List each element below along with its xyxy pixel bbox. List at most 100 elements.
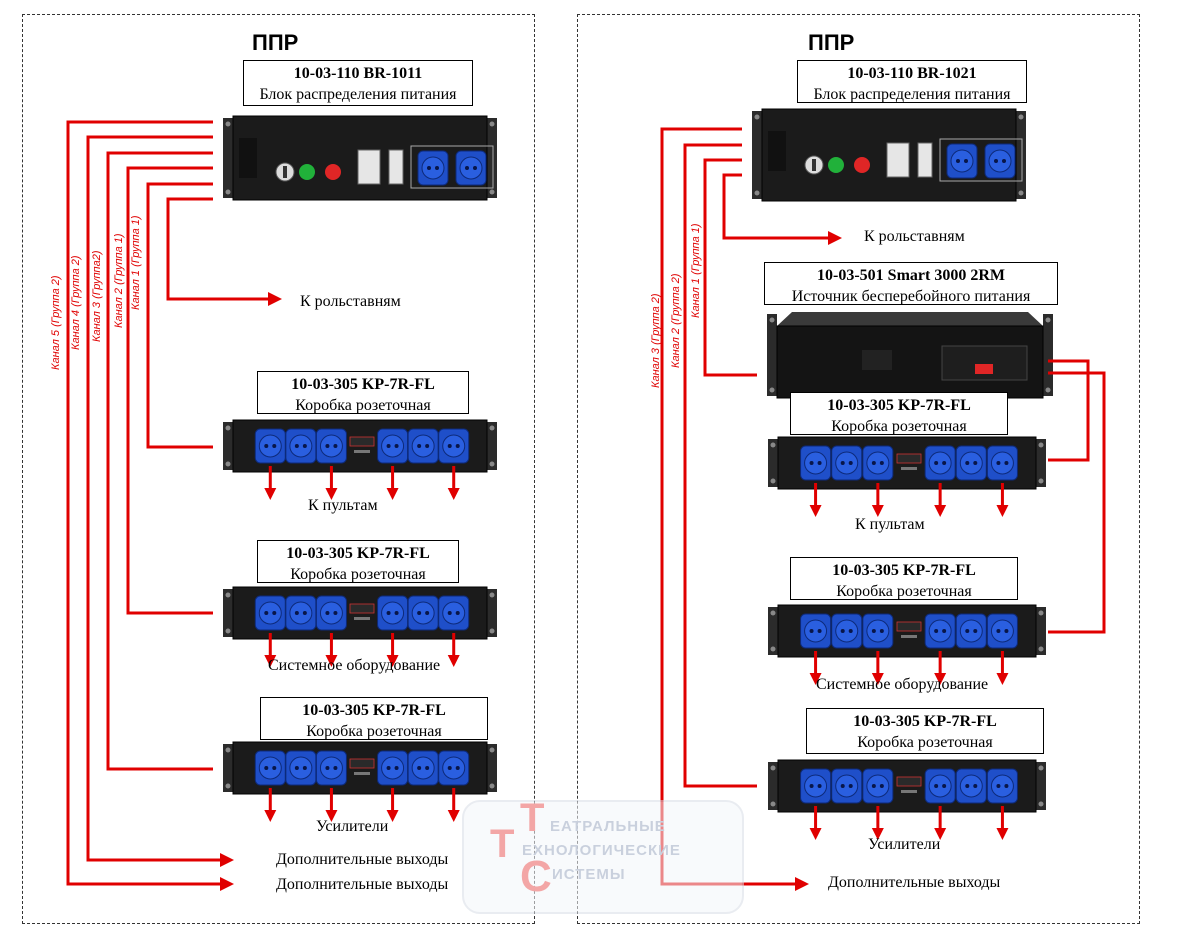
left-pdu-socket-1-pin-r: [435, 166, 439, 170]
right-socket-box-3-socket-4-pin-l: [934, 784, 939, 788]
left-channel-label-5: Канал 5 (Группа 2): [50, 275, 62, 370]
right-ups-vent: [862, 350, 892, 370]
right-socket-box-3-ear-right: [1036, 762, 1046, 810]
right-ups-ear-right: [1043, 314, 1053, 396]
right-socket-box-3-socket-6-pin-l: [996, 784, 1001, 788]
left-pdu-key-slot: [283, 166, 287, 178]
right-pdu-breaker-1: [886, 142, 910, 178]
right-ups-screw-2: [769, 387, 775, 393]
left-box1-model: 10-03-305 KP-7R-FL: [291, 376, 435, 393]
right-socket-box-3-socket-5-pin-l: [965, 784, 970, 788]
right-box3-label: 10-03-305 KP-7R-FL Коробка розеточная: [806, 708, 1044, 754]
right-socket-box-2-out-arrow-1: [809, 673, 822, 685]
left-socket-box-1-socket-2-pin-r: [302, 444, 307, 448]
right-pdu-breaker-2: [917, 142, 933, 178]
left-socket-box-2-socket-5-pin-l: [417, 611, 422, 615]
right-pdu-screw-3: [1018, 114, 1024, 120]
left-socket-box-3-socket-1-pin-l: [264, 766, 269, 770]
left-socket-box-3-socket-6-pin-r: [455, 766, 460, 770]
right-socket-box-2-socket-1-pin-l: [809, 629, 814, 633]
left-channel-label-3: Канал 3 (Группа2): [91, 250, 103, 342]
left-box3-name: Коробка розеточная: [306, 723, 442, 740]
left-socket-box-1-socket-2-pin-l: [294, 444, 299, 448]
right-socket-box-2-screw-1: [770, 610, 776, 616]
right-ups-top: [777, 312, 1043, 326]
right-socket-box-1-socket-6-pin-l: [996, 461, 1001, 465]
right-pdu-socket-2-pin-l: [994, 159, 998, 163]
right-pdu-socket-1-pin-l: [956, 159, 960, 163]
right-channel-label-3: Канал 3 (Группа 2): [650, 293, 662, 388]
left-pdu: [223, 115, 497, 201]
left-socket-box-2-socket-3-face: [319, 601, 343, 625]
left-socket-box-1-socket-6-pin-r: [455, 444, 460, 448]
right-pdu-socket-1-pin-r: [964, 159, 968, 163]
right-socket-box-2-socket-5-pin-l: [965, 629, 970, 633]
left-socket-box-2-socket-4-pin-l: [386, 611, 391, 615]
right-socket-box-3-socket-5-pin-r: [973, 784, 978, 788]
right-wire-ups-box2: [1048, 371, 1106, 634]
left-wire-ch1: [146, 182, 213, 449]
right-box1-model: 10-03-305 KP-7R-FL: [827, 397, 971, 414]
left-socket-box-1-socket-3-face: [319, 434, 343, 458]
left-socket-box-3-socket-3-pin-r: [333, 766, 338, 770]
left-socket-box-2-brand-plate: [349, 603, 375, 614]
right-extra-output-1: Дополнительные выходы: [828, 874, 1001, 891]
left-socket-box-2-out-arrow-2: [325, 655, 338, 667]
left-pdu-socket-1-pin-l: [427, 166, 431, 170]
right-socket-box-3-socket-1-pin-r: [817, 784, 822, 788]
left-socket-box-2-socket-5-face: [411, 601, 435, 625]
right-pdu-name: Блок распределения питания: [813, 86, 1011, 103]
right-socket-box-2-socket-6-pin-r: [1004, 629, 1009, 633]
left-socket-box-1-socket-3-pin-r: [333, 444, 338, 448]
right-socket-box-1-socket-1-face: [804, 451, 828, 475]
right-socket-box-3-screw-4: [1038, 801, 1044, 807]
right-socket-box-2-out-arrow-2: [871, 673, 884, 685]
left-box3-dest: Усилители: [316, 818, 389, 835]
right-socket-box-1-out-arrow-3: [934, 505, 947, 517]
right-socket-box-2-out-arrow-3: [934, 673, 947, 685]
right-socket-box-1-ear-right: [1036, 439, 1046, 487]
left-pdu-socket-2-pin-r: [473, 166, 477, 170]
right-socket-box-2-socket-1-pin-r: [817, 629, 822, 633]
right-pdu-socket-2-face: [988, 149, 1012, 173]
right-socket-box-3-socket-1-pin-l: [809, 784, 814, 788]
right-socket-box-1-out-arrow-4: [996, 505, 1009, 517]
right-socket-box-3-screw-1: [770, 765, 776, 771]
right-socket-box-3-socket-3-face: [866, 774, 890, 798]
left-socket-box-2-socket-1-pin-r: [272, 611, 277, 615]
right-socket-box-2-socket-3-pin-l: [871, 629, 876, 633]
right-socket-box-1-screw-3: [1038, 442, 1044, 448]
right-box3-model: 10-03-305 KP-7R-FL: [853, 713, 997, 730]
left-socket-box-3-screw-2: [225, 783, 231, 789]
left-pdu-stop-button: [325, 164, 341, 180]
left-pdu-indicator-panel: [239, 138, 257, 178]
right-socket-box-3-out-arrow-4: [996, 828, 1009, 840]
right-socket-box-1-screw-4: [1038, 478, 1044, 484]
left-socket-box-2-out-arrow-4: [447, 655, 460, 667]
left-socket-box-2-socket-6-pin-l: [447, 611, 452, 615]
left-pdu-ear-left: [223, 118, 233, 198]
left-socket-box-1-socket-1-face: [258, 434, 282, 458]
left-socket-box-2-screw-1: [225, 592, 231, 598]
right-socket-box-1-socket-6-face: [990, 451, 1014, 475]
left-channel-label-1: Канал 1 (Группа 1): [130, 215, 142, 310]
left-socket-box-3-socket-4-pin-l: [386, 766, 391, 770]
right-ups-brand-badge: [975, 364, 993, 374]
left-socket-box-3-ear-left: [223, 744, 233, 792]
right-socket-box-2-screw-4: [1038, 646, 1044, 652]
left-arrow-extra-2: [220, 877, 234, 891]
left-box2-model: 10-03-305 KP-7R-FL: [286, 545, 430, 562]
right-dest-rolstavni: К рольставням: [864, 228, 965, 245]
left-socket-box-3-socket-5-pin-r: [425, 766, 430, 770]
right-box2-model: 10-03-305 KP-7R-FL: [832, 562, 976, 579]
right-pdu-screw-4: [1018, 190, 1024, 196]
watermark-letter-1: Т: [520, 796, 545, 840]
left-pdu-ear-right: [487, 118, 497, 198]
left-socket-box-3-out-arrow-2: [325, 810, 338, 822]
left-pdu-socket-2-pin-l: [465, 166, 469, 170]
right-ups-model: 10-03-501 Smart 3000 2RM: [817, 267, 1005, 284]
right-socket-box-3-socket-6-face: [990, 774, 1014, 798]
left-socket-box-1-socket-2-face: [289, 434, 313, 458]
right-panel-border: [577, 14, 1140, 924]
right-box3-name: Коробка розеточная: [857, 734, 993, 751]
